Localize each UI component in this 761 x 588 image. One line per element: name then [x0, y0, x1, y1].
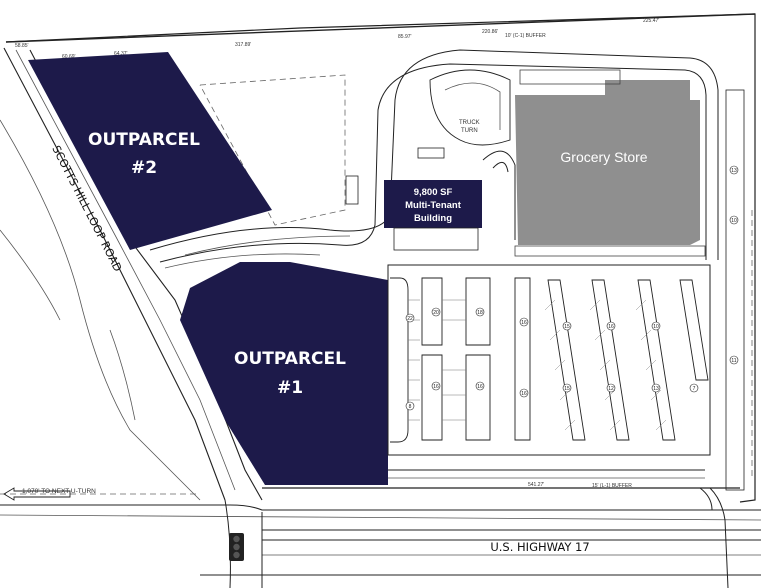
- dim-label: 317.89': [235, 42, 251, 48]
- boundary-top-dash: [5, 13, 756, 43]
- svg-text:15: 15: [564, 386, 570, 392]
- highway-north-edge: [0, 504, 761, 511]
- svg-text:11: 11: [731, 358, 736, 364]
- next-u-turn-label: 1,070' TO NEXT U-TURN: [22, 488, 96, 495]
- svg-text:7: 7: [693, 386, 696, 392]
- multi-tenant-building-label: Building: [414, 213, 452, 224]
- svg-text:13: 13: [653, 386, 659, 392]
- highway-lane: [0, 514, 761, 521]
- dim-label: 60.69': [62, 54, 76, 60]
- access-drive-inner: [159, 63, 707, 263]
- buffer-bottom-label: 15' (L-1) BUFFER: [592, 483, 632, 489]
- buffer-top-label: 10' (C-1) BUFFER: [505, 33, 546, 39]
- svg-text:16: 16: [608, 324, 614, 330]
- angled-parking: [547, 279, 709, 441]
- multi-tenant-sf: 9,800 SF: [414, 187, 453, 198]
- svg-text:8: 8: [409, 404, 412, 410]
- dim-label: 220.86': [482, 29, 498, 35]
- parking-island: [417, 147, 445, 159]
- svg-text:16: 16: [521, 320, 527, 326]
- scotts-hill-road-center: [15, 49, 236, 491]
- outparcel-1: [180, 262, 388, 485]
- grocery-loading-dock: [519, 69, 621, 85]
- road-curb-left: [0, 119, 201, 501]
- dim-label: 58.85': [15, 43, 29, 49]
- road-curb-left-2: [0, 229, 136, 421]
- truck-turn-label: TURN: [461, 128, 478, 134]
- svg-text:13: 13: [731, 168, 737, 174]
- stall-count-markers: 22 20 18 16 15 16 10 8 7 16 16 16 15 12 …: [405, 165, 739, 411]
- multi-tenant-building: [384, 180, 482, 228]
- truck-turn-inner: [444, 82, 501, 130]
- svg-text:15: 15: [564, 324, 570, 330]
- drive-lane: [164, 235, 351, 269]
- outparcel-1-number: #1: [277, 378, 303, 398]
- right-entrance-curb: [699, 487, 729, 588]
- store-entry-loop: [482, 150, 516, 240]
- dim-label: 85.97': [398, 34, 412, 40]
- dim-bottom: 541.27': [528, 482, 544, 488]
- dim-label: 64.37': [114, 51, 128, 57]
- outparcel-2-label: OUTPARCEL: [88, 130, 200, 150]
- outparcel-2-number: #2: [131, 158, 157, 178]
- highway-label: U.S. HIGHWAY 17: [490, 540, 589, 554]
- truck-turn-loop: [429, 69, 511, 146]
- svg-text:22: 22: [407, 316, 413, 322]
- svg-text:20: 20: [433, 310, 439, 316]
- parking-island: [345, 175, 359, 205]
- multi-tenant-name: Multi-Tenant: [405, 200, 462, 211]
- multi-tenant-sidewalk: [393, 227, 479, 251]
- grocery-store-building: [515, 80, 700, 245]
- svg-text:16: 16: [477, 384, 483, 390]
- outparcel-1-label: OUTPARCEL: [234, 349, 346, 369]
- traffic-signal-icon: [229, 533, 244, 561]
- svg-text:10: 10: [653, 324, 659, 330]
- parking-stall-lines: [408, 299, 466, 421]
- outparcel-2: [28, 52, 272, 250]
- right-parking-strip: [725, 89, 745, 491]
- truck-turn-label: TRUCK: [459, 120, 480, 126]
- grocery-store-label: Grocery Store: [560, 149, 647, 165]
- svg-text:16: 16: [433, 384, 439, 390]
- scotts-hill-road-edge: [3, 47, 226, 501]
- svg-text:16: 16: [521, 391, 527, 397]
- dim-label: 225.47': [643, 18, 659, 24]
- parking-field: [387, 264, 711, 456]
- grocery-front-walk: [514, 245, 706, 257]
- svg-text:10: 10: [731, 218, 737, 224]
- svg-text:12: 12: [608, 386, 614, 392]
- highway-median: [262, 529, 761, 541]
- u-turn-arrow-icon: [3, 487, 71, 501]
- svg-text:18: 18: [477, 310, 483, 316]
